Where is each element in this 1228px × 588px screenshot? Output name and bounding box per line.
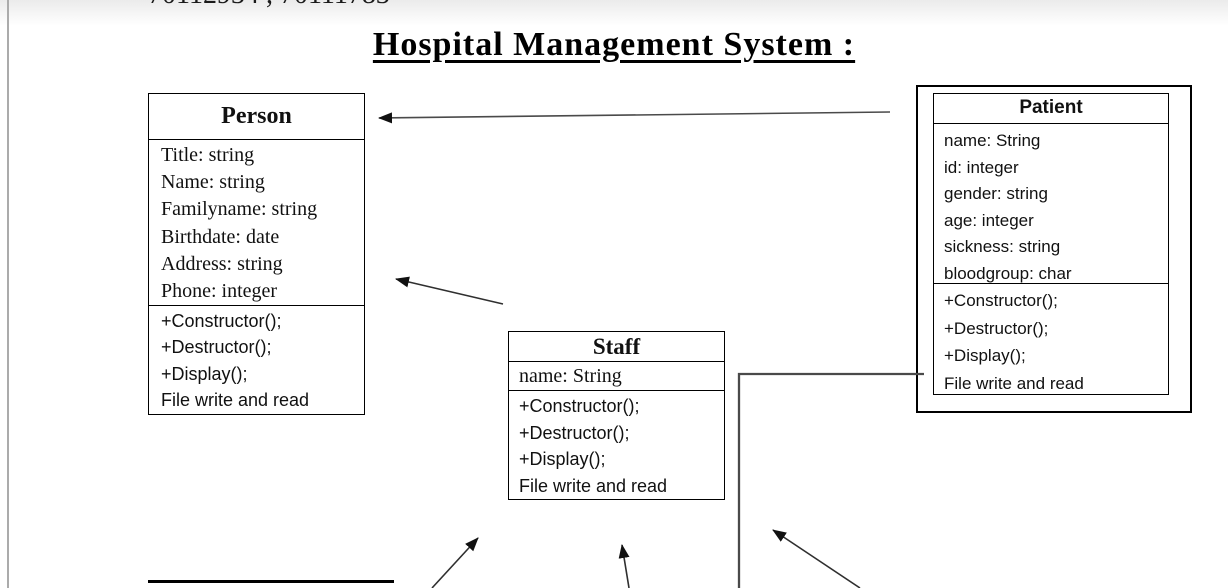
method-row: File write and read bbox=[519, 475, 668, 496]
attribute-row: Familyname: string bbox=[161, 198, 318, 221]
attribute-row: gender: string bbox=[944, 184, 1048, 204]
class-box-staff[interactable]: Staff name: String +Constructor(); +Dest… bbox=[508, 331, 725, 500]
attribute-row: name: String bbox=[944, 131, 1041, 150]
page-top-shading bbox=[0, 0, 1228, 26]
method-row: +Constructor(); bbox=[161, 311, 282, 331]
arrow-bottom-right-to-staff bbox=[772, 529, 861, 588]
attribute-row: sickness: string bbox=[944, 237, 1061, 257]
person-attributes-section: Title: string Name: string Familyname: s… bbox=[149, 140, 364, 306]
arrow-offscreen-to-person bbox=[395, 276, 504, 305]
method-row: File write and read bbox=[944, 373, 1084, 393]
method-row: +Display(); bbox=[161, 363, 248, 384]
attribute-row: bloodgroup: char bbox=[944, 263, 1072, 283]
patient-methods-section: +Constructor(); +Destructor(); +Display(… bbox=[934, 284, 1168, 397]
arrow-bottom-middle-to-staff bbox=[618, 544, 630, 588]
attribute-row: name: String bbox=[519, 365, 622, 387]
method-row: +Destructor(); bbox=[519, 422, 630, 443]
method-row: +Display(); bbox=[519, 449, 606, 469]
attribute-row: Phone: integer bbox=[161, 280, 278, 303]
attribute-row: Address: string bbox=[161, 252, 283, 275]
method-row: +Destructor(); bbox=[161, 337, 272, 358]
patient-outer-frame[interactable]: Patient name: String id: integer gender:… bbox=[916, 85, 1192, 413]
class-box-person[interactable]: Person Title: string Name: string Family… bbox=[148, 93, 365, 415]
method-row: +Constructor(); bbox=[944, 291, 1058, 310]
elbow-connector-patient-to-bottom bbox=[737, 372, 924, 588]
attribute-row: Name: string bbox=[161, 171, 265, 194]
person-methods-section: +Constructor(); +Destructor(); +Display(… bbox=[149, 306, 364, 413]
method-row: +Destructor(); bbox=[944, 318, 1049, 338]
arrow-bottom-left-to-staff bbox=[431, 537, 479, 588]
patient-attributes-section: name: String id: integer gender: string … bbox=[934, 124, 1168, 284]
header-id-numbers: 70112934 , 70111783 bbox=[148, 0, 390, 11]
method-row: +Constructor(); bbox=[519, 396, 640, 416]
staff-methods-section: +Constructor(); +Destructor(); +Display(… bbox=[509, 391, 724, 499]
offscreen-class-box-top[interactable] bbox=[148, 580, 394, 588]
attribute-row: Birthdate: date bbox=[161, 225, 280, 248]
class-name-person: Person bbox=[149, 94, 364, 140]
attribute-row: age: integer bbox=[944, 210, 1034, 230]
page-title: Hospital Management System : bbox=[372, 26, 856, 63]
class-name-patient: Patient bbox=[934, 94, 1168, 124]
arrow-patient-to-person bbox=[378, 111, 891, 124]
attribute-row: id: integer bbox=[944, 157, 1019, 177]
page-edge bbox=[7, 0, 9, 588]
class-box-patient[interactable]: Patient name: String id: integer gender:… bbox=[933, 93, 1169, 395]
staff-attributes-section: name: String bbox=[509, 362, 724, 391]
method-row: +Display(); bbox=[944, 346, 1026, 365]
attribute-row: Title: string bbox=[161, 144, 255, 166]
method-row: File write and read bbox=[161, 389, 310, 410]
class-name-staff: Staff bbox=[509, 332, 724, 362]
